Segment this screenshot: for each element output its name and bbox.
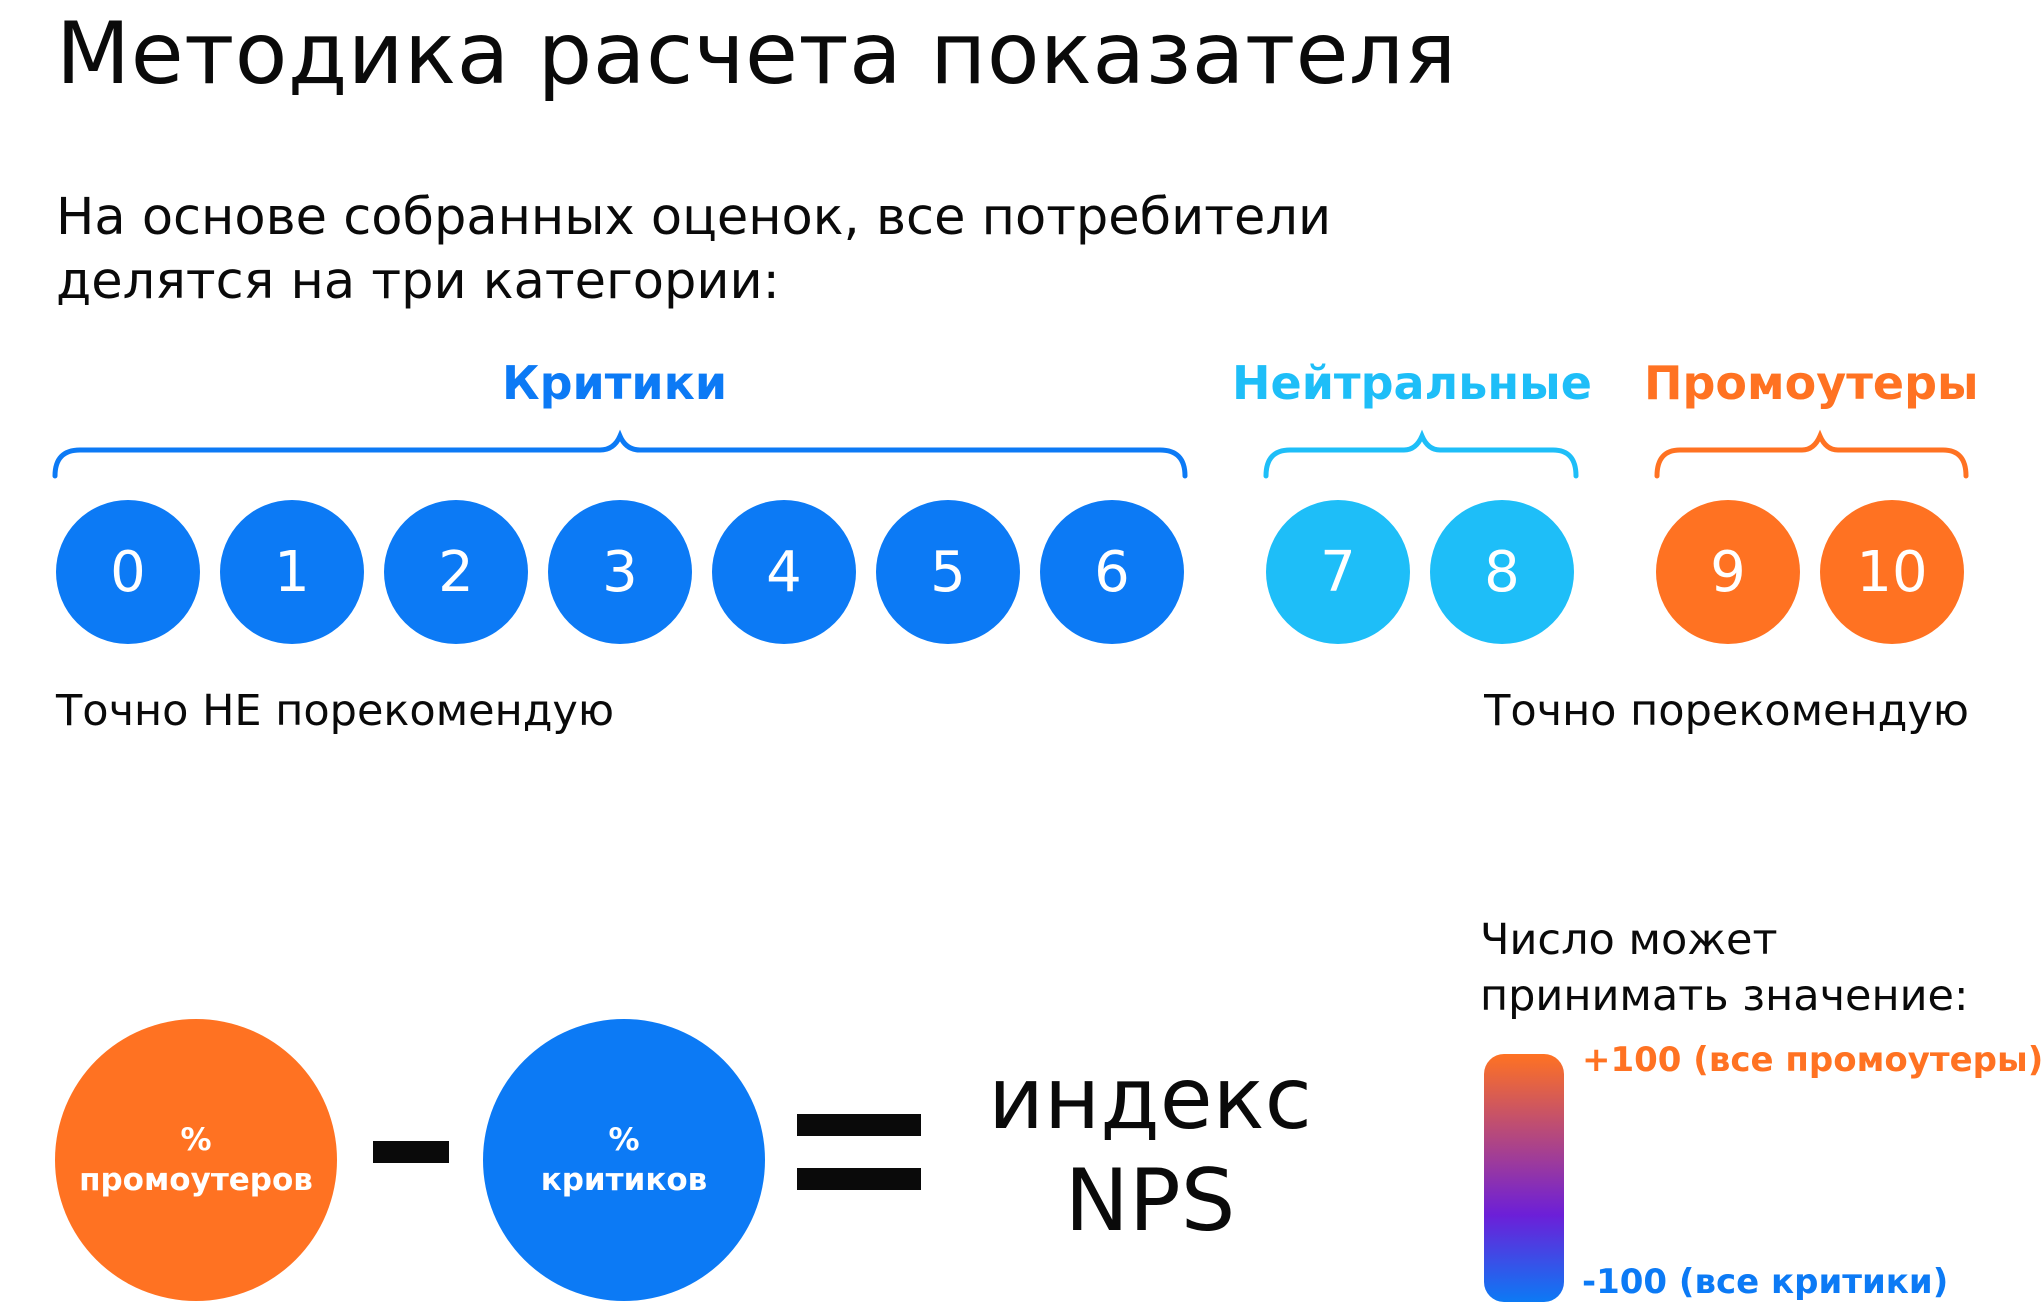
score-circle-4: 4 [712,500,856,644]
score-circle-8: 8 [1430,500,1574,644]
score-circle-10: 10 [1820,500,1964,644]
score-circle-5: 5 [876,500,1020,644]
range-title-line-2: принимать значение: [1480,971,1969,1021]
scale-note-left: Точно НЕ порекомендую [56,686,615,736]
score-circle-7: 7 [1266,500,1410,644]
critics-brace [52,429,1188,479]
critics-label: Критики [502,356,728,410]
range-min-label: -100 (все критики) [1582,1262,1949,1302]
score-circle-3: 3 [548,500,692,644]
critics-percent-word: критиков [540,1162,708,1198]
score-circle-1: 1 [220,500,364,644]
score-circle-2: 2 [384,500,528,644]
score-circle-6: 6 [1040,500,1184,644]
range-gradient-bar [1484,1054,1564,1302]
neutrals-brace [1263,429,1579,479]
intro-line-1: На основе собранных оценок, все потребит… [56,188,1332,247]
range-title-line-1: Число может [1480,915,1778,965]
minus-sign [373,1141,449,1163]
scale-note-right: Точно порекомендую [1484,686,1969,736]
category-braces [52,429,1969,479]
page-title: Методика расчета показателя [56,4,1457,104]
neutrals-label: Нейтральные [1232,356,1592,410]
nps-result-line-1: индекс [988,1049,1312,1149]
promoters-percent-word: промоутеров [79,1162,313,1198]
nps-result-line-2: NPS [1064,1151,1236,1251]
promoters-percent-sign: % [180,1122,212,1158]
intro-line-2: делятся на три категории: [56,252,780,311]
score-circle-0: 0 [56,500,200,644]
range-title: Число может принимать значение: [1480,912,1968,1024]
equals-sign [797,1114,921,1190]
nps-result: индекс NPS [980,1048,1320,1252]
promoters-brace [1654,429,1969,479]
critics-percent-circle: % критиков [483,1019,765,1301]
promoters-percent-circle: % промоутеров [55,1019,337,1301]
intro-text: На основе собранных оценок, все потребит… [56,186,1331,314]
range-max-label: +100 (все промоутеры) [1582,1040,2043,1080]
score-circle-9: 9 [1656,500,1800,644]
promoters-label: Промоутеры [1644,356,1979,410]
critics-percent-sign: % [608,1122,640,1158]
